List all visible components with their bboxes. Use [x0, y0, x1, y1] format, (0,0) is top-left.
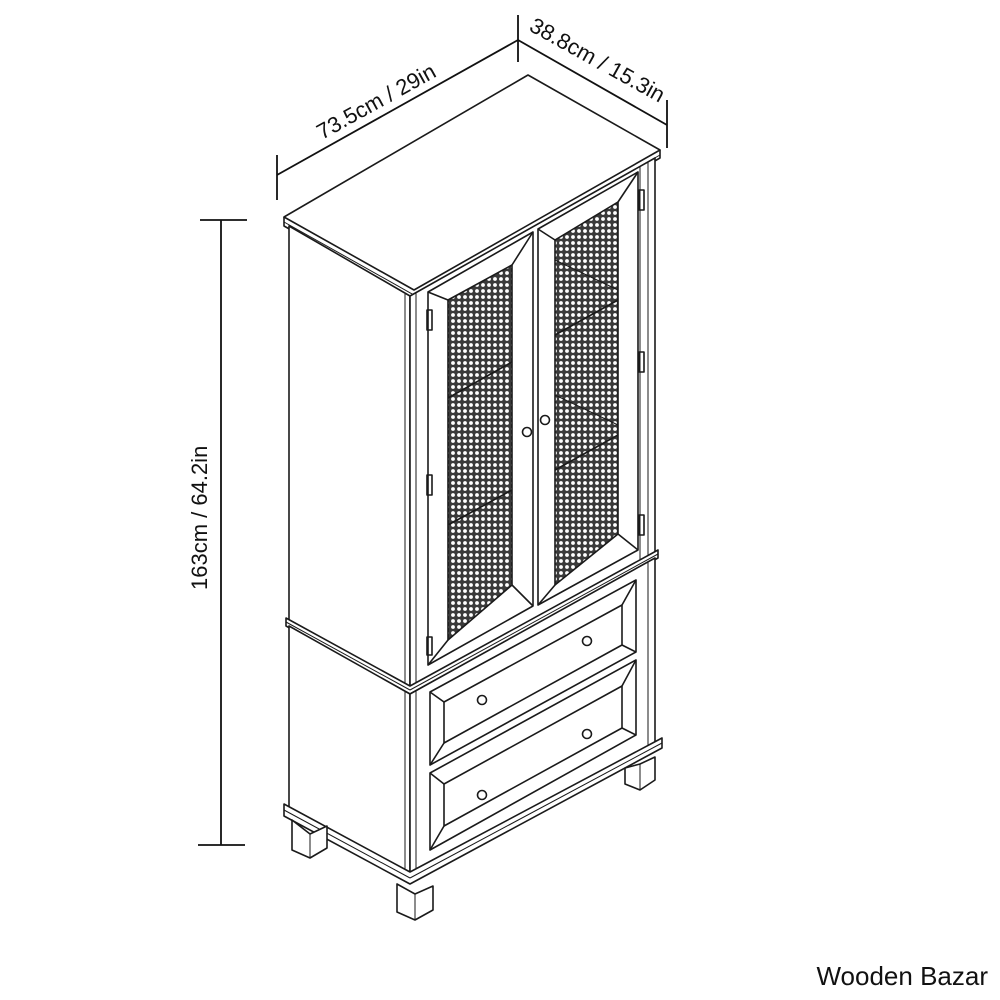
- left-door-knob: [521, 426, 533, 438]
- drawer-top-knob-left: [476, 694, 488, 706]
- drawer-bottom-knob-left: [476, 789, 488, 801]
- left-side-upper: [288, 225, 411, 691]
- left-door-mesh: [447, 263, 513, 642]
- drawer-top-knob-right: [581, 635, 593, 647]
- hinges: [426, 189, 645, 656]
- height-label: 163cm / 64.2in: [187, 446, 212, 590]
- width-label: 73.5cm / 29in: [312, 58, 440, 144]
- legs: [291, 756, 656, 921]
- right-door-mesh: [554, 200, 619, 587]
- watermark-brand: Wooden Bazar: [816, 961, 988, 991]
- drawer-top: [429, 579, 637, 766]
- right-door-knob: [539, 414, 551, 426]
- drawer-bottom: [429, 659, 637, 851]
- middle-molding: [285, 549, 659, 695]
- base-plinth: [283, 737, 663, 885]
- height-dimension: 163cm / 64.2in: [187, 219, 247, 846]
- cabinet: [283, 74, 663, 921]
- drawer-bottom-knob-right: [581, 728, 593, 740]
